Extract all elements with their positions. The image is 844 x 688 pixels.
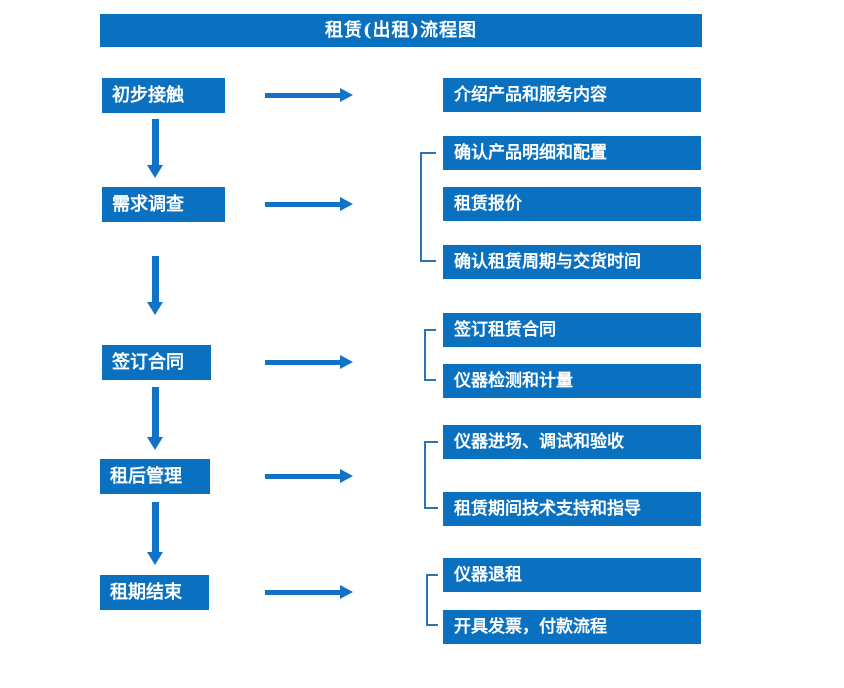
output-box-invoice-payment: 开具发票，付款流程 <box>443 610 701 644</box>
output-box-confirm-details: 确认产品明细和配置 <box>443 136 701 170</box>
right-arrow-icon <box>265 88 353 102</box>
output-box-sign-rental-contract: 签订租赁合同 <box>443 313 701 347</box>
stage-box-rental-end: 租期结束 <box>100 575 209 610</box>
stage-box-needs-survey: 需求调查 <box>102 187 225 222</box>
right-arrow-icon <box>265 469 353 483</box>
group-bracket-needs-survey <box>420 152 436 262</box>
group-bracket-sign-contract <box>424 329 436 381</box>
output-box-confirm-period: 确认租赁周期与交货时间 <box>443 245 701 279</box>
output-box-instrument-setup: 仪器进场、调试和验收 <box>443 425 701 459</box>
right-arrow-icon <box>265 197 353 211</box>
down-arrow-icon <box>147 502 163 565</box>
output-box-rental-quote: 租赁报价 <box>443 187 701 221</box>
stage-box-sign-contract: 签订合同 <box>102 345 211 380</box>
output-box-instrument-testing: 仪器检测和计量 <box>443 364 701 398</box>
stage-box-post-rental-management: 租后管理 <box>100 459 210 494</box>
down-arrow-icon <box>147 119 163 178</box>
output-box-tech-support: 租赁期间技术支持和指导 <box>443 492 701 526</box>
down-arrow-icon <box>147 256 163 315</box>
right-arrow-icon <box>265 355 353 369</box>
output-box-intro-products: 介绍产品和服务内容 <box>443 78 701 112</box>
group-bracket-rental-end <box>426 574 438 626</box>
down-arrow-icon <box>147 387 163 450</box>
stage-box-initial-contact: 初步接触 <box>102 78 225 113</box>
page-title: 租赁(出租)流程图 <box>100 14 702 47</box>
right-arrow-icon <box>265 585 353 599</box>
group-bracket-post-rental <box>424 441 438 509</box>
output-box-instrument-return: 仪器退租 <box>443 558 701 592</box>
